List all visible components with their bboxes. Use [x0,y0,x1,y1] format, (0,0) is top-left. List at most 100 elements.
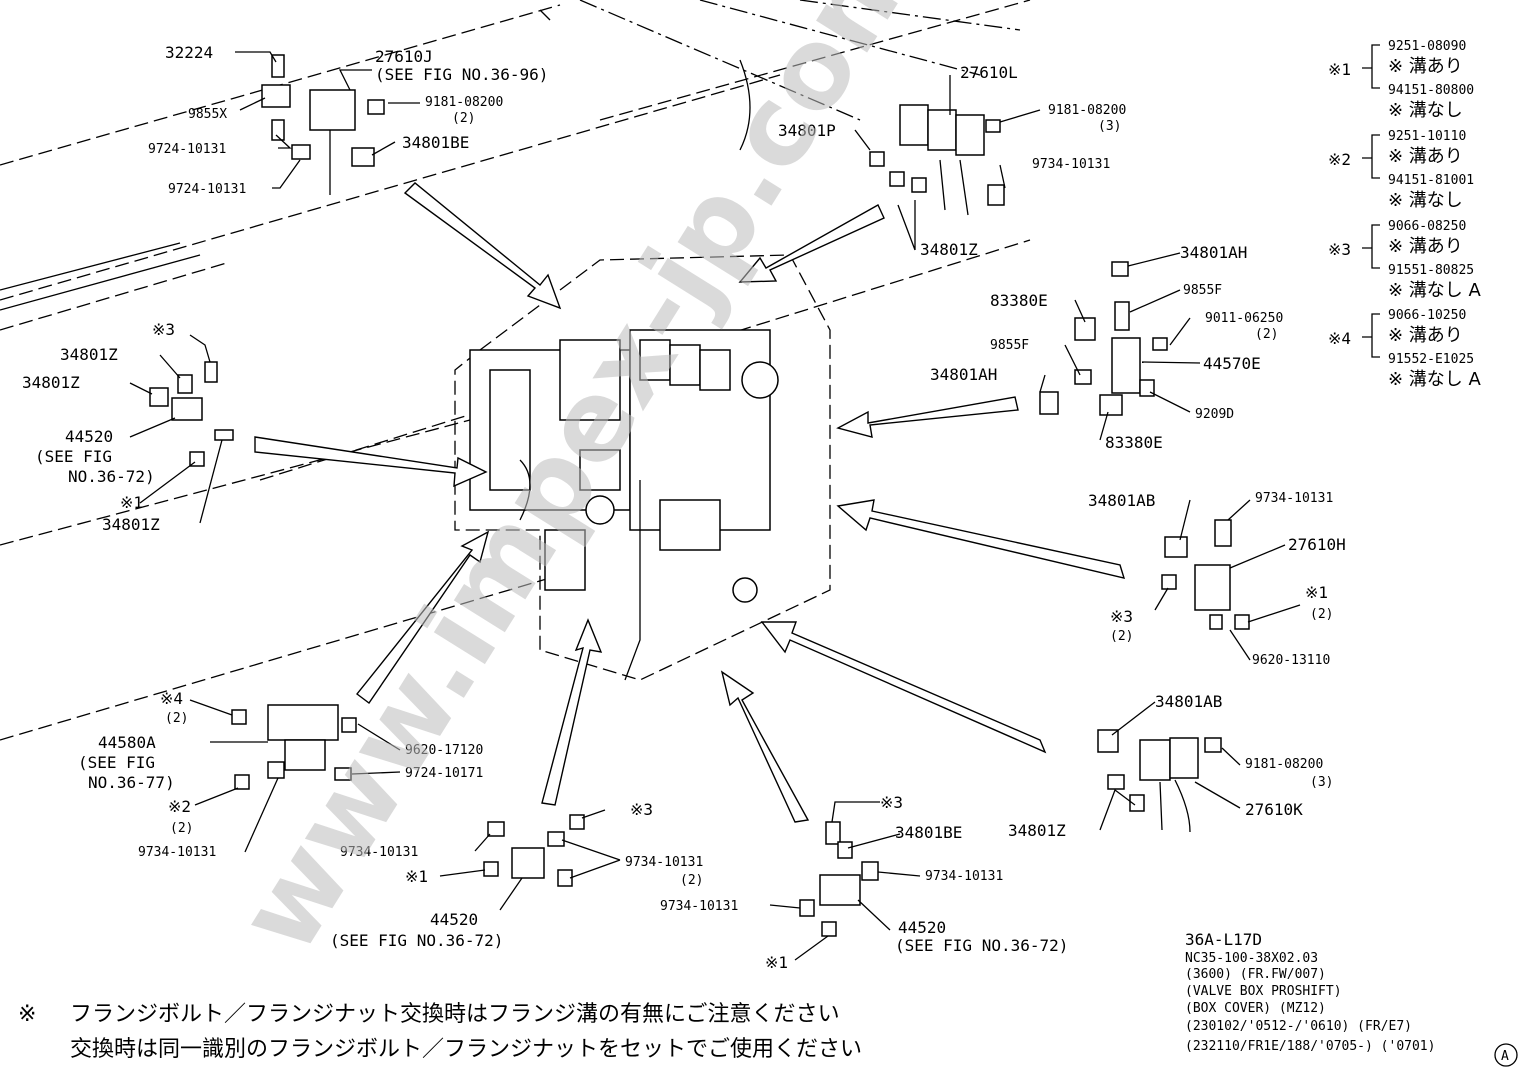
note-mark: ※ [18,1002,36,1027]
title-line-2: NC35-100-38X02.03 [1185,951,1318,966]
label-9734-10131-c: 9734-10131 [138,845,216,860]
label-9181-08200-c: 9181-08200 [1245,757,1323,772]
label-x1-mid2: ※1 [765,953,788,972]
legend-x2-b-note: ※ 溝なし [1388,190,1463,211]
label-9209D: 9209D [1195,407,1234,422]
label-9855X: 9855X [188,107,227,122]
label-9620-13110: 9620-13110 [1252,653,1330,668]
legend-x1: ※1 [1328,60,1351,79]
title-line-5: (BOX COVER) (MZ12) [1185,1001,1326,1016]
component-27610L [869,104,1005,216]
label-34801AH-a: 34801AH [1180,243,1247,262]
component-44570E [1039,261,1168,416]
legend-x2-a-note: ※ 溝あり [1388,146,1463,167]
arrow-3 [836,396,1019,438]
legend: ※1 9251-08090 ※ 溝あり 94151-80800 ※ 溝なし ※2… [1328,39,1482,390]
label-44580A-ref1: (SEE FIG [78,753,155,772]
label-9724-10171: 9724-10171 [405,766,483,781]
title-line-1: 36A-L17D [1185,930,1262,949]
label-27610J: 27610J [375,47,433,66]
arrow-5 [836,499,1126,579]
component-44580A [231,704,357,790]
label-44520-mid: 44520 [430,910,478,929]
label-x3-mid2: ※3 [880,793,903,812]
label-9011-06250-qty: (2) [1255,327,1278,342]
label-x2-left-qty: (2) [170,821,193,836]
label-9734-10131-a: 9734-10131 [1032,157,1110,172]
label-34801AB-b: 34801AB [1155,692,1222,711]
legend-x2-a: 9251-10110 [1388,129,1466,144]
note-line-1: フランジボルト／フランジナット交換時はフランジ溝の有無にご注意ください [70,1002,840,1027]
label-83380E-a: 83380E [990,291,1048,310]
legend-x3-b-note: ※ 溝なし A [1388,280,1482,301]
label-x3-right: ※3 [1110,607,1133,626]
pointer-arrows [254,182,1126,823]
arrow-8 [541,618,603,806]
label-9734-10131-g: 9734-10131 [660,899,738,914]
legend-x3: ※3 [1328,240,1351,259]
label-9181-08200-b: 9181-08200 [1048,103,1126,118]
label-32224: 32224 [165,43,213,62]
frame-lines [0,0,1031,741]
label-9734-10131-d: 9734-10131 [340,845,418,860]
component-27610K [1097,729,1222,833]
label-27610K: 27610K [1245,800,1303,819]
legend-x4: ※4 [1328,329,1351,348]
label-34801BE-b: 34801BE [895,823,962,842]
legend-x2: ※2 [1328,150,1351,169]
label-44580A-ref2: NO.36-77) [88,773,175,792]
valve-box-assembly [454,254,831,681]
arrow-4 [254,436,488,488]
label-x1-right-qty: (2) [1310,607,1333,622]
title-line-3: (3600) (FR.FW/007) [1185,967,1326,982]
label-9855F-b: 9855F [990,338,1029,353]
label-x1-left: ※1 [120,493,143,512]
legend-x4-a: 9066-10250 [1388,308,1466,323]
label-9734-10131-b: 9734-10131 [1255,491,1333,506]
label-34801AB-a: 34801AB [1088,491,1155,510]
label-83380E-b: 83380E [1105,433,1163,452]
legend-x2-b: 94151-81001 [1388,173,1474,188]
arrow-1 [403,182,562,310]
notes: ※ フランジボルト／フランジナット交換時はフランジ溝の有無にご注意ください 交換… [18,1002,862,1062]
label-34801Z-br: 34801Z [1008,821,1066,840]
title-block: 36A-L17D NC35-100-38X02.03 (3600) (FR.FW… [1185,930,1518,1067]
label-x2-left: ※2 [168,797,191,816]
label-x3-mid: ※3 [630,800,653,819]
label-34801Z-l2: 34801Z [22,373,80,392]
label-44570E: 44570E [1203,354,1261,373]
label-34801AH-b: 34801AH [930,365,997,384]
legend-x4-b-note: ※ 溝なし A [1388,369,1482,390]
corner-mark-circle [1494,1043,1518,1067]
label-x1-mid: ※1 [405,867,428,886]
title-line-7: (232110/FR1E/188/'0705-) ('0701) [1185,1039,1435,1054]
label-34801Z-l3: 34801Z [102,515,160,534]
label-34801Z-l1: 34801Z [60,345,118,364]
component-27610H [1161,519,1250,630]
label-x1-right: ※1 [1305,583,1328,602]
label-9181-08200-a-qty: (2) [452,111,475,126]
component-27610J [261,54,385,195]
label-44520-right: 44520 [898,918,946,937]
title-line-6: (230102/'0512-/'0610) (FR/E7) [1185,1019,1412,1034]
label-x4-left: ※4 [160,689,183,708]
label-34801BE-top: 34801BE [402,133,469,152]
label-9181-08200-b-qty: (3) [1098,119,1121,134]
legend-x4-b: 91552-E1025 [1388,352,1474,367]
corner-mark: A [1501,1049,1509,1064]
label-x3-right-qty: (2) [1110,629,1133,644]
label-9011-06250: 9011-06250 [1205,311,1283,326]
legend-x1-a: 9251-08090 [1388,39,1466,54]
legend-x1-b-note: ※ 溝なし [1388,100,1463,121]
note-line-2: 交換時は同一識別のフランジボルト／フランジナットをセットでご使用ください [70,1037,862,1062]
label-34801P: 34801P [778,121,836,140]
label-27610H: 27610H [1288,535,1346,554]
arrow-7 [760,621,1047,754]
label-9734-10131-f: 9734-10131 [925,869,1003,884]
label-9724-10131-a: 9724-10131 [148,142,226,157]
label-9724-10131-b: 9724-10131 [168,182,246,197]
label-44520-mid-ref: (SEE FIG NO.36-72) [330,931,503,950]
legend-x1-a-note: ※ 溝あり [1388,56,1463,77]
component-44520-left [149,361,234,467]
